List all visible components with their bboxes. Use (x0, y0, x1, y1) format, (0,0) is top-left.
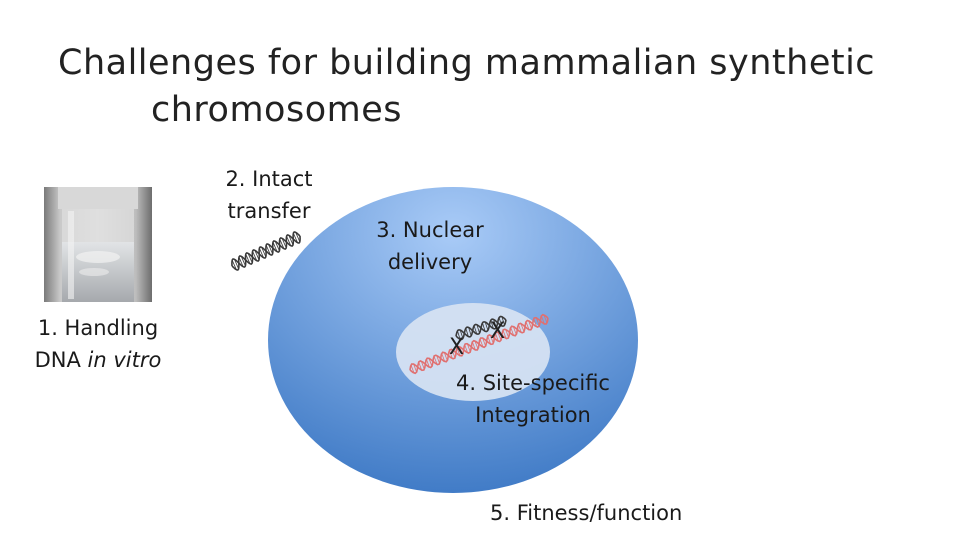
label-transfer-line2: transfer (227, 199, 311, 223)
label-nuclear-line1: 3. Nuclear (376, 218, 484, 242)
label-integration-line2: Integration (475, 403, 591, 427)
slide-title: Challenges for building mammalian synthe… (58, 40, 875, 134)
label-integration-line1: 4. Site-specific (456, 371, 610, 395)
label-nuclear-line2: delivery (387, 250, 473, 274)
label-transfer-line1: 2. Intact (225, 167, 313, 191)
label-intact-transfer: 2. Intact transfer (214, 163, 324, 227)
dna-helix-transfer (231, 231, 301, 271)
label-handling-line1: 1. Handling (37, 316, 159, 340)
site-marker-right: X (490, 319, 505, 344)
title-line-1: Challenges for building mammalian synthe… (58, 43, 876, 83)
label-nuclear-delivery: 3. Nuclear delivery (370, 214, 490, 278)
dna-tube-photo (44, 187, 152, 302)
label-fitness-function: 5. Fitness/function (490, 501, 683, 525)
label-handling-dna: 1. Handling DNA in vitro (26, 312, 170, 376)
label-site-specific-integration: 4. Site-specific Integration (448, 367, 618, 431)
dna-helix-chromosome (409, 313, 549, 375)
label-handling-line2: DNA in vitro (34, 348, 162, 372)
dna-helix-insert (455, 315, 507, 341)
site-marker-left: X (449, 335, 464, 360)
title-line-2: chromosomes (151, 90, 402, 130)
